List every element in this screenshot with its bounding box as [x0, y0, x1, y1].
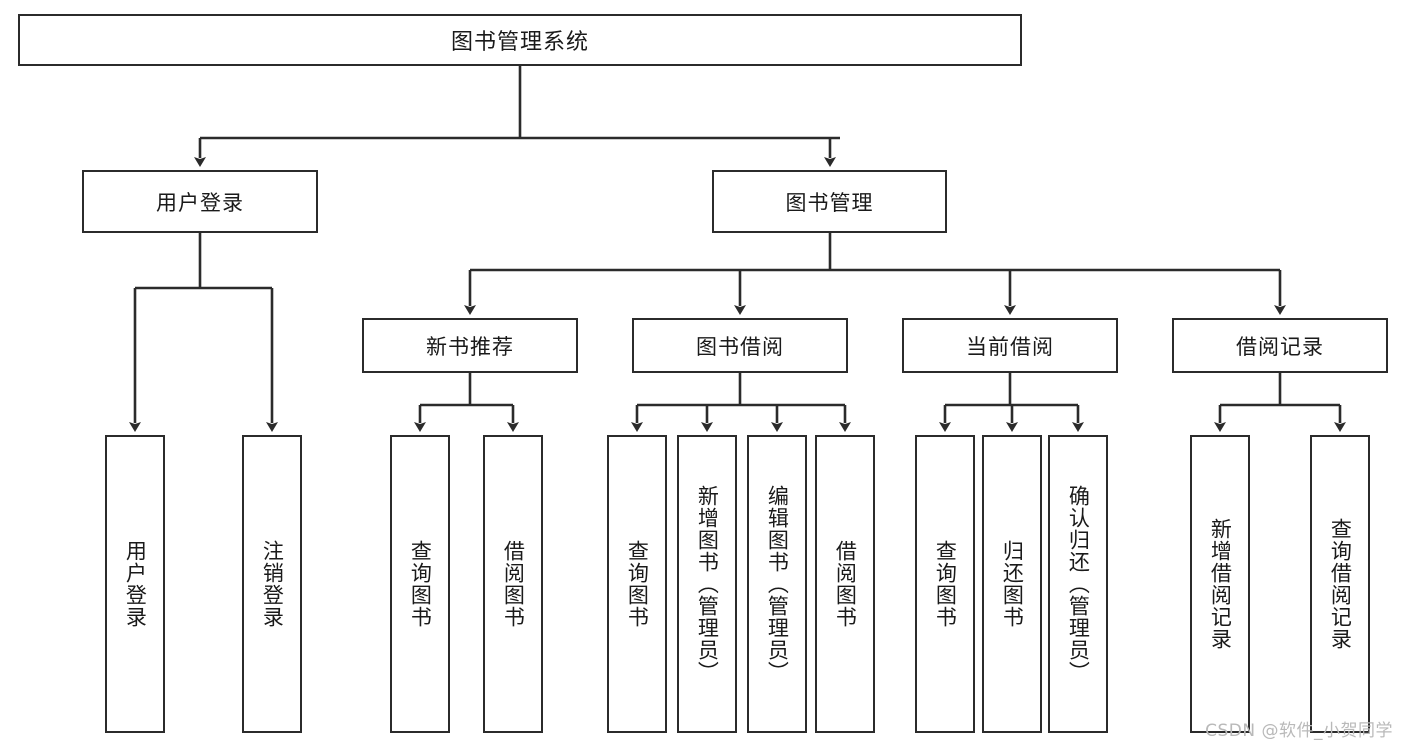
leaf-borrow-book-2-label: 借阅图书 — [833, 540, 858, 628]
leaf-add-borrow-record-label: 新增借阅记录 — [1208, 518, 1233, 650]
leaf-borrow-book-1-label: 借阅图书 — [501, 540, 526, 628]
leaf-query-borrow-record-label: 查询借阅记录 — [1328, 518, 1353, 650]
leaf-confirm-return-label: 确认归还（管理员） — [1066, 485, 1091, 683]
leaf-borrow-book-1[interactable]: 借阅图书 — [483, 435, 543, 733]
node-current-borrow-label: 当前借阅 — [966, 334, 1054, 359]
node-book-borrow[interactable]: 图书借阅 — [632, 318, 848, 373]
node-new-book-recommend-label: 新书推荐 — [426, 334, 514, 359]
leaf-add-borrow-record[interactable]: 新增借阅记录 — [1190, 435, 1250, 733]
leaf-return-book[interactable]: 归还图书 — [982, 435, 1042, 733]
leaf-query-book-3[interactable]: 查询图书 — [915, 435, 975, 733]
leaf-query-borrow-record[interactable]: 查询借阅记录 — [1310, 435, 1370, 733]
leaf-user-login[interactable]: 用户登录 — [105, 435, 165, 733]
node-new-book-recommend[interactable]: 新书推荐 — [362, 318, 578, 373]
leaf-query-book-3-label: 查询图书 — [933, 540, 958, 628]
node-user-login-label: 用户登录 — [156, 190, 244, 215]
node-book-manage[interactable]: 图书管理 — [712, 170, 947, 233]
leaf-user-login-label: 用户登录 — [123, 540, 148, 628]
leaf-return-book-label: 归还图书 — [1000, 540, 1025, 628]
leaf-add-book[interactable]: 新增图书（管理员） — [677, 435, 737, 733]
leaf-add-book-label: 新增图书（管理员） — [695, 485, 720, 683]
node-user-login[interactable]: 用户登录 — [82, 170, 318, 233]
leaf-query-book-2[interactable]: 查询图书 — [607, 435, 667, 733]
node-book-manage-label: 图书管理 — [785, 190, 874, 215]
node-book-borrow-label: 图书借阅 — [696, 334, 784, 359]
leaf-edit-book[interactable]: 编辑图书（管理员） — [747, 435, 807, 733]
leaf-query-book-1-label: 查询图书 — [408, 540, 433, 628]
node-current-borrow[interactable]: 当前借阅 — [902, 318, 1118, 373]
leaf-user-logout[interactable]: 注销登录 — [242, 435, 302, 733]
leaf-borrow-book-2[interactable]: 借阅图书 — [815, 435, 875, 733]
node-root[interactable]: 图书管理系统 — [18, 14, 1022, 66]
node-borrow-record-label: 借阅记录 — [1236, 334, 1324, 359]
node-root-label: 图书管理系统 — [450, 30, 589, 55]
node-borrow-record[interactable]: 借阅记录 — [1172, 318, 1388, 373]
leaf-confirm-return[interactable]: 确认归还（管理员） — [1048, 435, 1108, 733]
watermark: CSDN @软件_小贺同学 — [1205, 721, 1393, 741]
leaf-query-book-1[interactable]: 查询图书 — [390, 435, 450, 733]
leaf-query-book-2-label: 查询图书 — [625, 540, 650, 628]
leaf-edit-book-label: 编辑图书（管理员） — [765, 485, 790, 683]
leaf-user-logout-label: 注销登录 — [260, 540, 285, 628]
